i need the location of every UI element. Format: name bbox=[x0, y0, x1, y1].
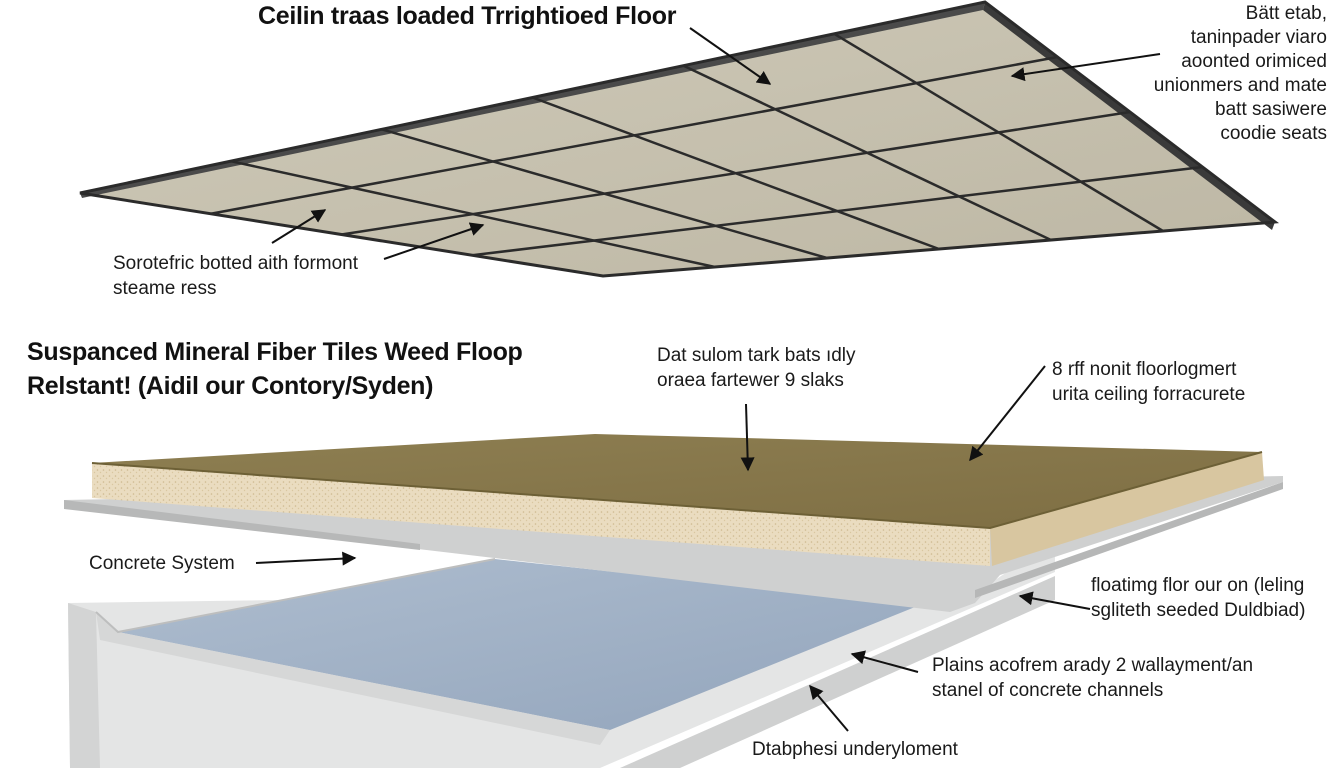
leader-arrows bbox=[255, 27, 1161, 732]
ceiling-surface bbox=[80, 2, 1275, 276]
underlayment-membrane bbox=[118, 559, 920, 730]
arrow-concrete bbox=[255, 551, 357, 566]
label-plains-line2: stanel of concrete channels bbox=[932, 680, 1164, 701]
middle-title-line1: Suspanced Mineral Fiber Tiles Weed Floop bbox=[27, 338, 523, 366]
label-mid-center-line2: oraea fartewer 9 slaks bbox=[657, 370, 844, 391]
ceiling-grid-runner bbox=[532, 96, 940, 251]
label-mid-right: 8 rff nonit floorlogmert urita ceiling f… bbox=[1052, 357, 1245, 407]
ceiling-grid-runner bbox=[230, 159, 716, 269]
label-bottom-line1: Dtabphesi underyloment bbox=[752, 739, 958, 760]
board-front-face bbox=[92, 463, 990, 566]
label-floating-line2: sgliteth seeded Duldbiad) bbox=[1091, 600, 1306, 621]
label-concrete: Concrete System bbox=[89, 551, 235, 576]
middle-title: Suspanced Mineral Fiber Tiles Weed Floop… bbox=[27, 335, 523, 403]
ceiling-grid bbox=[210, 32, 1203, 269]
concrete-left-face bbox=[68, 603, 100, 768]
middle-title-line2: Relstant! (Aidil our Contory/Syden) bbox=[27, 372, 434, 400]
top-title: Ceilin traas loaded Trrightioed Floor bbox=[258, 2, 677, 30]
label-plains: Plains acofrem arady 2 wallayment/an sta… bbox=[932, 653, 1253, 703]
arrow-bottom bbox=[809, 684, 849, 732]
board-side-face bbox=[990, 452, 1264, 566]
arrow-plains bbox=[850, 650, 919, 673]
label-top-right-line4: unionmers and mate bbox=[1153, 75, 1327, 96]
label-top-right-line6: coodie seats bbox=[1220, 123, 1327, 144]
concrete-channel bbox=[96, 612, 610, 745]
arrow-top-title bbox=[689, 27, 772, 85]
label-mid-center-line1: Dat sulom tark bats ıdly bbox=[657, 345, 856, 366]
slab-edge bbox=[64, 500, 420, 550]
label-floating: floatimg flor our on (leling sgliteth se… bbox=[1091, 573, 1305, 623]
ceiling-panel bbox=[79, 0, 1280, 278]
label-floating-line1: floatimg flor our on (leling bbox=[1091, 575, 1305, 596]
arrow-floating bbox=[1018, 591, 1091, 610]
label-bottom: Dtabphesi underyloment bbox=[752, 737, 958, 762]
label-top-right-line3: aoonted orimiced bbox=[1181, 51, 1327, 72]
label-top-right: Bätt etab, taninpader viaro aoonted orim… bbox=[1154, 2, 1327, 146]
ceiling-grid-runner bbox=[833, 32, 1164, 233]
arrow-top-right bbox=[1010, 53, 1161, 82]
arrow-mid-center bbox=[740, 403, 755, 472]
label-top-left-line2: steame ress bbox=[113, 278, 217, 299]
arrow-top-left-2 bbox=[383, 222, 485, 260]
label-plains-line1: Plains acofrem arady 2 wallayment/an bbox=[932, 655, 1254, 676]
label-top-right-line2: taninpader viaro bbox=[1190, 27, 1327, 48]
ceiling-edge-right bbox=[983, 2, 1275, 230]
label-concrete-line1: Concrete System bbox=[89, 553, 235, 574]
concrete-base bbox=[68, 540, 1055, 768]
label-mid-right-line2: urita ceiling forracurete bbox=[1052, 384, 1246, 405]
label-top-right-line5: batt sasiwere bbox=[1215, 99, 1327, 120]
ceiling-border bbox=[79, 0, 1280, 278]
label-top-left-line1: Sorotefric botted aith formont bbox=[113, 253, 359, 274]
label-mid-right-line1: 8 rff nonit floorlogmert bbox=[1052, 359, 1237, 380]
label-mid-center: Dat sulom tark bats ıdly oraea fartewer … bbox=[657, 343, 856, 393]
ceiling-grid-runner bbox=[682, 64, 1052, 242]
arrow-top-left-1 bbox=[271, 209, 327, 244]
arrow-mid-right bbox=[969, 365, 1046, 462]
concrete-front-face bbox=[620, 576, 1055, 768]
label-top-right-line1: Bätt etab, bbox=[1245, 3, 1327, 24]
channel-edge bbox=[95, 558, 496, 634]
label-top-left: Sorotefric botted aith formont steame re… bbox=[113, 251, 358, 301]
board-edge bbox=[91, 451, 1263, 530]
slab-front-edge bbox=[975, 482, 1283, 598]
ceiling-grid-runner bbox=[381, 128, 828, 260]
